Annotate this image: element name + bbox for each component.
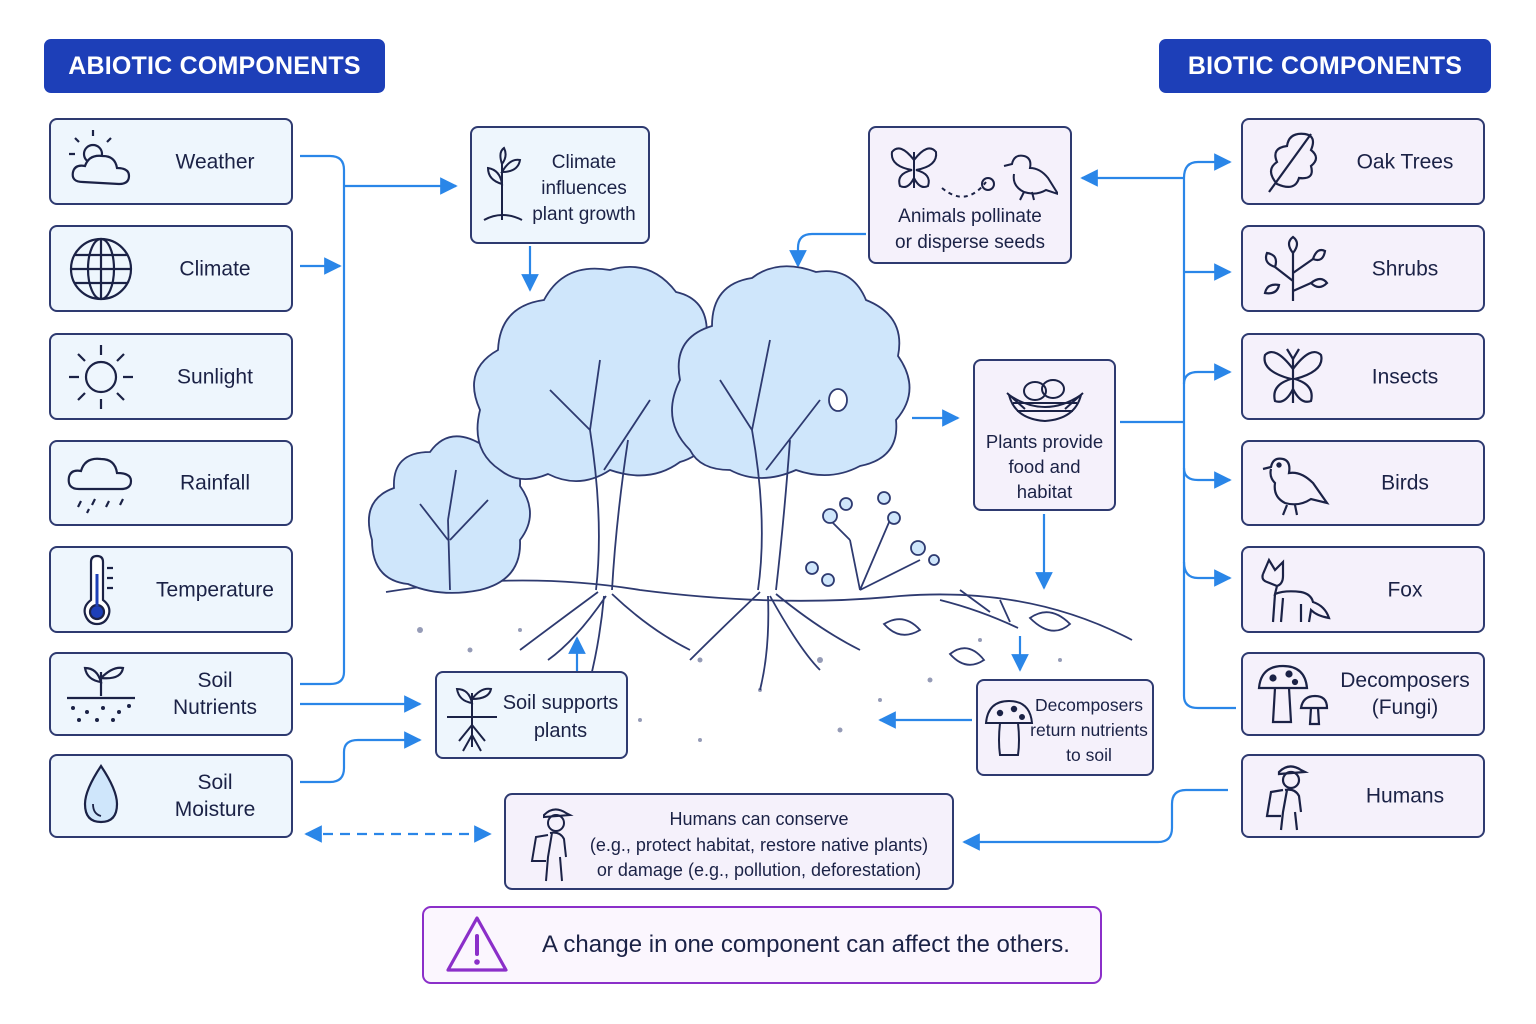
climate-growth-text: Climate influences plant growth <box>532 152 636 225</box>
biotic-header: BIOTIC COMPONENTS <box>1159 39 1491 93</box>
biotic-decomposers-label: Decomposers (Fungi) <box>1340 669 1470 719</box>
oak-leaf-icon <box>1268 132 1318 193</box>
fallen-branch <box>939 589 1019 629</box>
abiotic-header: ABIOTIC COMPONENTS <box>44 39 385 93</box>
abiotic-soil-moisture[interactable]: Soil Moisture <box>49 754 293 838</box>
abiotic-header-text: ABIOTIC COMPONENTS <box>68 51 361 80</box>
biotic-oak-trees[interactable]: Oak Trees <box>1241 118 1485 205</box>
mushroom-icon <box>1257 664 1329 726</box>
left-tree-roots <box>519 591 691 681</box>
box-soil-supports[interactable]: Soil supports plants <box>435 671 628 759</box>
arrow-moisture-to-soil <box>300 731 422 784</box>
fallen-leaf-3 <box>948 647 986 666</box>
biotic-insects-label: Insects <box>1371 365 1439 388</box>
abiotic-weather-label: Weather <box>175 150 255 173</box>
biotic-oak-trees-label: Oak Trees <box>1356 150 1454 173</box>
biotic-decomposers[interactable]: Decomposers (Fungi) <box>1241 652 1485 736</box>
decomposers-text: Decomposers return nutrients to soil <box>1030 695 1148 765</box>
abiotic-climate[interactable]: Climate <box>49 225 293 312</box>
biotic-humans[interactable]: Humans <box>1241 754 1485 838</box>
abiotic-temperature[interactable]: Temperature <box>49 546 293 633</box>
hiker-icon <box>1265 765 1310 831</box>
abiotic-climate-label: Climate <box>179 257 251 280</box>
rain-cloud-icon <box>67 457 133 514</box>
box-pollinate[interactable]: Animals pollinate or disperse seeds <box>868 126 1072 264</box>
acorn <box>828 388 848 412</box>
soil-supports-text: Soil supports plants <box>502 692 619 742</box>
arrow-to-oak <box>1182 153 1232 179</box>
ground-line <box>385 579 1133 641</box>
biotic-fox[interactable]: Fox <box>1241 546 1485 633</box>
biotic-header-text: BIOTIC COMPONENTS <box>1187 51 1463 80</box>
decomposer-mushroom-icon <box>984 699 1034 756</box>
right-tree-trunk <box>719 339 821 591</box>
box-climate-growth[interactable]: Climate influences plant growth <box>470 126 650 244</box>
abiotic-sunlight[interactable]: Sunlight <box>49 333 293 420</box>
box-humans[interactable]: Humans can conserve (e.g., protect habit… <box>504 793 954 890</box>
left-tree-trunk <box>549 359 651 591</box>
bird-icon <box>1262 457 1330 516</box>
abiotic-rainfall-label: Rainfall <box>179 471 251 495</box>
abiotic-soil-moisture-label: Soil Moisture <box>174 771 256 821</box>
right-tree-roots <box>689 591 861 691</box>
pollinate-text: Animals pollinate or disperse seeds <box>895 206 1045 253</box>
abiotic-bus-line <box>300 154 346 686</box>
arrow-to-fox <box>1182 561 1232 587</box>
sun-cloud-icon <box>69 129 131 185</box>
abiotic-sunlight-label: Sunlight <box>177 365 253 388</box>
arrow-pollinate-down <box>789 232 866 268</box>
box-decomposers[interactable]: Decomposers return nutrients to soil <box>976 679 1154 776</box>
biotic-insects[interactable]: Insects <box>1241 333 1485 420</box>
abiotic-rainfall[interactable]: Rainfall <box>49 440 293 526</box>
warning-text: A change in one component can affect the… <box>542 931 1070 958</box>
right-shrub <box>805 491 940 591</box>
arrow-humans-link <box>962 788 1228 851</box>
abiotic-weather[interactable]: Weather <box>49 118 293 205</box>
fallen-leaf-2 <box>882 618 922 636</box>
biotic-birds[interactable]: Birds <box>1241 440 1485 526</box>
rooted-seedling-icon <box>447 687 497 752</box>
biotic-shrubs[interactable]: Shrubs <box>1241 225 1485 312</box>
seedling-icon <box>483 146 523 221</box>
box-food-habitat[interactable]: Plants provide food and habitat <box>973 359 1116 511</box>
arrow-to-insects <box>1182 363 1232 385</box>
biotic-shrubs-label: Shrubs <box>1371 257 1439 280</box>
warning-icon <box>446 916 508 972</box>
arrow-to-birds <box>1182 467 1232 489</box>
food-habitat-text: Plants provide food and habitat <box>985 431 1104 502</box>
abiotic-soil-nutrients-label: Soil Nutrients <box>172 669 258 719</box>
abiotic-soil-nutrients[interactable]: Soil Nutrients <box>49 652 293 736</box>
human-hiker-icon <box>530 808 574 882</box>
sprout-soil-icon <box>67 666 135 722</box>
nest-icon <box>1006 379 1084 423</box>
biotic-fox-label: Fox <box>1387 578 1423 601</box>
biotic-bus-line <box>1182 178 1236 710</box>
sun-icon <box>69 344 133 409</box>
shrub-icon <box>1263 235 1329 301</box>
warning-banner: A change in one component can affect the… <box>422 906 1102 984</box>
biotic-birds-label: Birds <box>1381 471 1429 495</box>
right-tree-canopy <box>671 265 911 479</box>
thermometer-icon <box>83 554 113 625</box>
biotic-humans-label: Humans <box>1365 784 1445 808</box>
globe-icon <box>69 237 133 300</box>
abiotic-temperature-label: Temperature <box>156 578 274 601</box>
humans-text: Humans can conserve (e.g., protect habit… <box>589 809 929 880</box>
butterfly-icon <box>1263 347 1323 403</box>
pollination-icon <box>890 147 1058 201</box>
fallen-leaf-1 <box>1028 611 1072 632</box>
water-drop-icon <box>83 764 119 824</box>
fox-icon <box>1261 557 1331 622</box>
